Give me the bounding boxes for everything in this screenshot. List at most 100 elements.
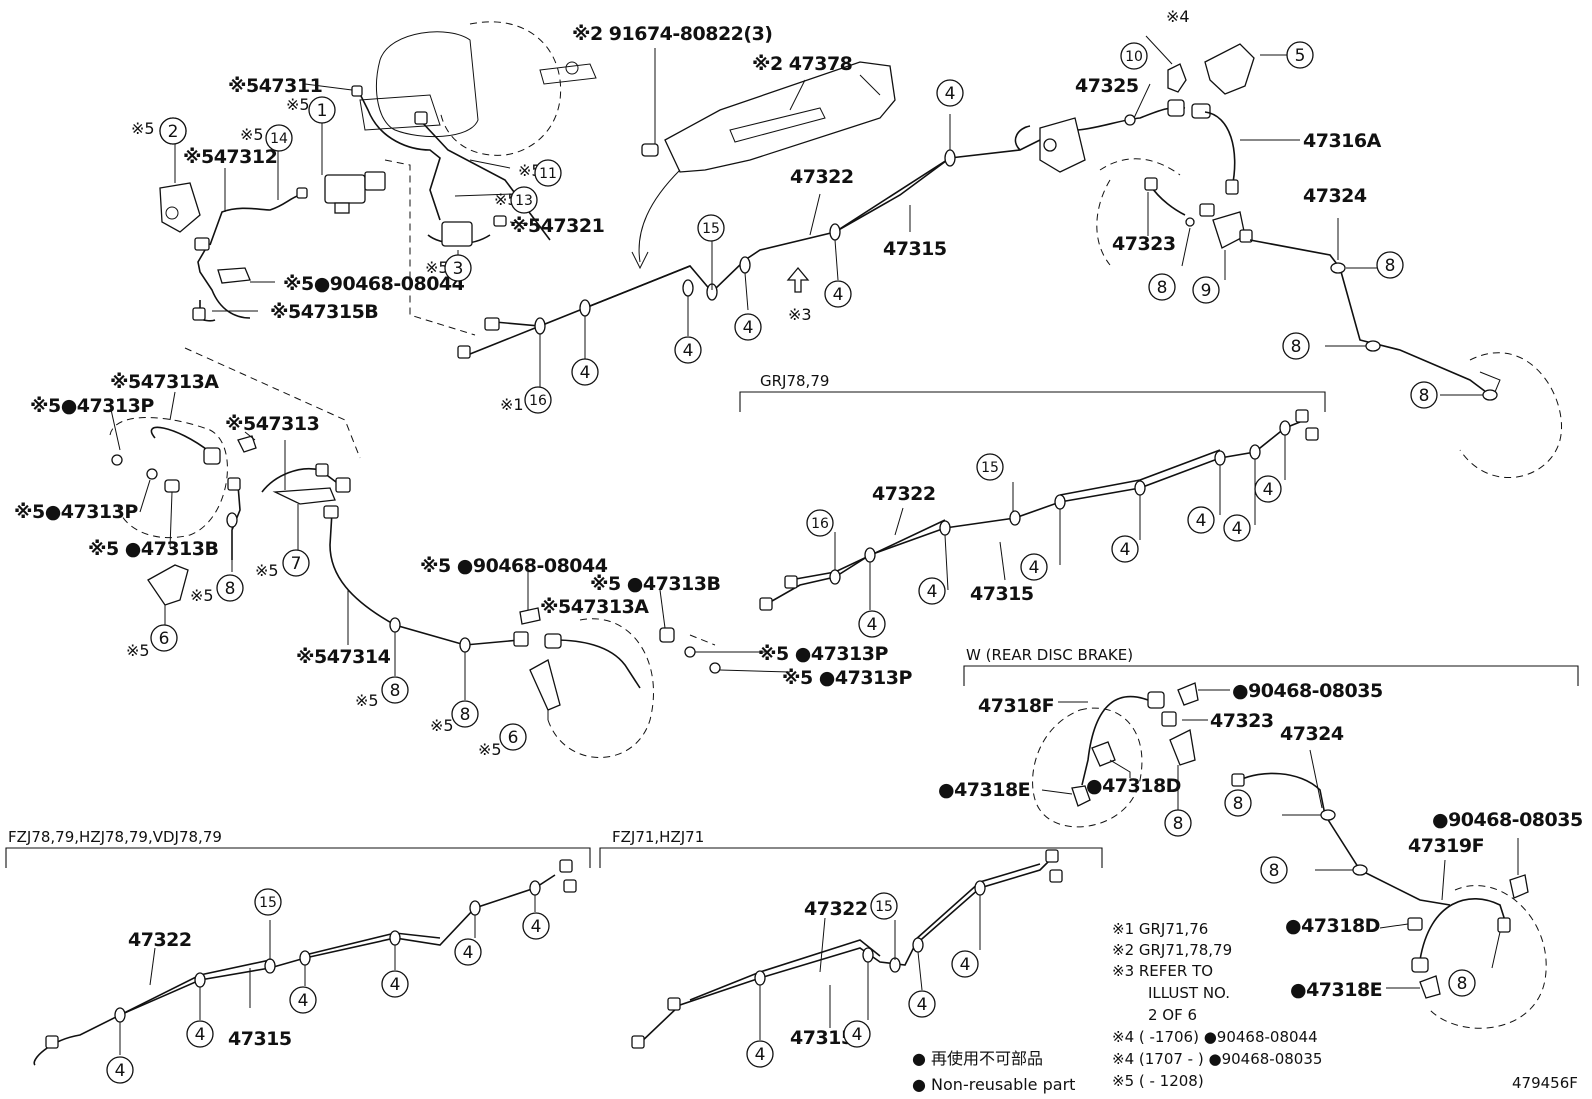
callout-number: 8 xyxy=(1419,386,1430,406)
note-6: ※4 ( -1706) ●90468-08044 xyxy=(1112,1028,1318,1046)
callout-circle xyxy=(936,79,964,107)
callout-circle xyxy=(522,912,550,940)
label-47315-fzj78: 47315 xyxy=(228,1028,292,1050)
callout-number: 16 xyxy=(529,393,547,409)
callout-circle xyxy=(150,624,178,652)
label-47318E-b: ●47318E xyxy=(1290,979,1382,1001)
callout-number: 15 xyxy=(702,221,720,237)
notes-block: ※1 GRJ71,76 ※2 GRJ71,78,79 ※3 REFER TO I… xyxy=(1112,920,1322,1090)
callout-number: 16 xyxy=(811,516,829,532)
callout-number: 5 xyxy=(1295,46,1306,66)
label-47323-top: 47323 xyxy=(1112,233,1176,255)
label-47313A-mid: ※547313A xyxy=(540,596,649,618)
tube-47311 xyxy=(357,89,441,221)
callout-circle xyxy=(1192,276,1220,304)
valve-block xyxy=(441,221,473,247)
callout-number: 4 xyxy=(743,318,754,338)
svg-text:※5: ※5 xyxy=(190,586,214,605)
callout-number: 4 xyxy=(833,285,844,305)
callout-circle xyxy=(186,1020,214,1048)
callout-number: 1 xyxy=(317,101,328,121)
note-1: ※1 GRJ71,76 xyxy=(1112,920,1208,938)
clamps-fzj78 xyxy=(114,880,541,1023)
callout-circle xyxy=(1111,535,1139,563)
label-47321: ※547321 xyxy=(510,215,604,237)
label-47324-top: 47324 xyxy=(1303,185,1367,207)
callout-number: 2 xyxy=(168,122,179,142)
callout-circle xyxy=(451,700,479,728)
callout-number: 11 xyxy=(539,166,557,182)
rear-disc-bracket xyxy=(963,665,1579,686)
callout-number: 3 xyxy=(453,259,464,279)
section-headers: GRJ78,79 W (REAR DISC BRAKE) FZJ78,79,HZ… xyxy=(8,372,1133,846)
tube-47324-disc xyxy=(1239,772,1451,906)
clip-x4 xyxy=(1167,63,1187,93)
tube-47312 xyxy=(209,194,301,246)
label-47315-top: 47315 xyxy=(883,238,947,260)
label-47313A-top: ※547313A xyxy=(110,371,219,393)
callout-circle xyxy=(824,280,852,308)
callout-number: 10 xyxy=(1125,49,1143,65)
callout-number: 4 xyxy=(580,363,591,383)
callout-circle xyxy=(697,214,725,242)
master-cylinder-booster xyxy=(359,21,597,156)
callout-number: 4 xyxy=(531,917,542,937)
callout-circle xyxy=(499,723,527,751)
callout-number: 4 xyxy=(390,975,401,995)
callout-circle xyxy=(159,117,187,145)
rear-disc-outline-left xyxy=(1032,707,1143,828)
label-47318D-a: ●47318D xyxy=(1086,775,1181,797)
callout-circle xyxy=(1376,251,1404,279)
section-fzj78: FZJ78,79,HZJ78,79,VDJ78,79 xyxy=(8,828,222,846)
label-x4: ※4 xyxy=(1166,7,1190,26)
callout-circle xyxy=(381,676,409,704)
callout-number: 4 xyxy=(195,1025,206,1045)
callout-number: 6 xyxy=(159,629,170,649)
label-47322-fzj71: 47322 xyxy=(804,898,868,920)
clip-90468-mid xyxy=(519,607,541,625)
callout-number: 4 xyxy=(945,84,956,104)
label-91674: ※2 91674-80822(3) xyxy=(572,23,772,45)
callout-number: 7 xyxy=(291,554,302,574)
label-47319F: 47319F xyxy=(1408,835,1484,857)
label-90468-08044-b: ※5 ●90468-08044 xyxy=(420,555,608,577)
callout-number: 8 xyxy=(460,705,471,725)
bracket-6-mid xyxy=(529,659,561,711)
callout-circle xyxy=(454,938,482,966)
callout-circle xyxy=(1282,332,1310,360)
callout-circle xyxy=(510,186,538,214)
svg-text:※5: ※5 xyxy=(478,740,502,759)
callout-circle xyxy=(444,254,472,282)
label-47322-top: 47322 xyxy=(790,166,854,188)
callout-number: 4 xyxy=(1232,519,1243,539)
hose-47319F xyxy=(1419,898,1509,961)
callout-circle xyxy=(1164,809,1192,837)
bracket-47378 xyxy=(664,61,896,173)
callout-number: 9 xyxy=(1201,281,1212,301)
label-x1-16: ※1 xyxy=(500,395,524,414)
svg-text:※5: ※5 xyxy=(126,641,150,660)
callout-number: 4 xyxy=(115,1061,126,1081)
label-90468-08035-a: ●90468-08035 xyxy=(1232,680,1383,702)
callout-circle xyxy=(571,358,599,386)
callout-number: 8 xyxy=(1457,974,1468,994)
callout-circle xyxy=(1410,381,1438,409)
callout-number: 4 xyxy=(960,955,971,975)
callout-number: 4 xyxy=(298,991,309,1011)
label-90468-08035-b: ●90468-08035 xyxy=(1432,809,1583,831)
callout-number: 4 xyxy=(852,1025,863,1045)
figure-id: 479456F xyxy=(1512,1074,1578,1092)
svg-text:※5: ※5 xyxy=(240,125,264,144)
callout-circle xyxy=(1260,856,1288,884)
label-47315-fzj71: 47315 xyxy=(790,1027,854,1049)
fzj78-bracket xyxy=(5,847,591,868)
label-47313P-c: ※5 ●47313P xyxy=(758,643,888,665)
note-2: ※2 GRJ71,78,79 xyxy=(1112,941,1232,959)
note-3: ※3 REFER TO xyxy=(1112,962,1213,980)
callout-circle xyxy=(1448,969,1476,997)
callout-number: 4 xyxy=(1120,540,1131,560)
label-47318E-a: ●47318E xyxy=(938,779,1030,801)
hose-47313A-top xyxy=(150,426,211,453)
